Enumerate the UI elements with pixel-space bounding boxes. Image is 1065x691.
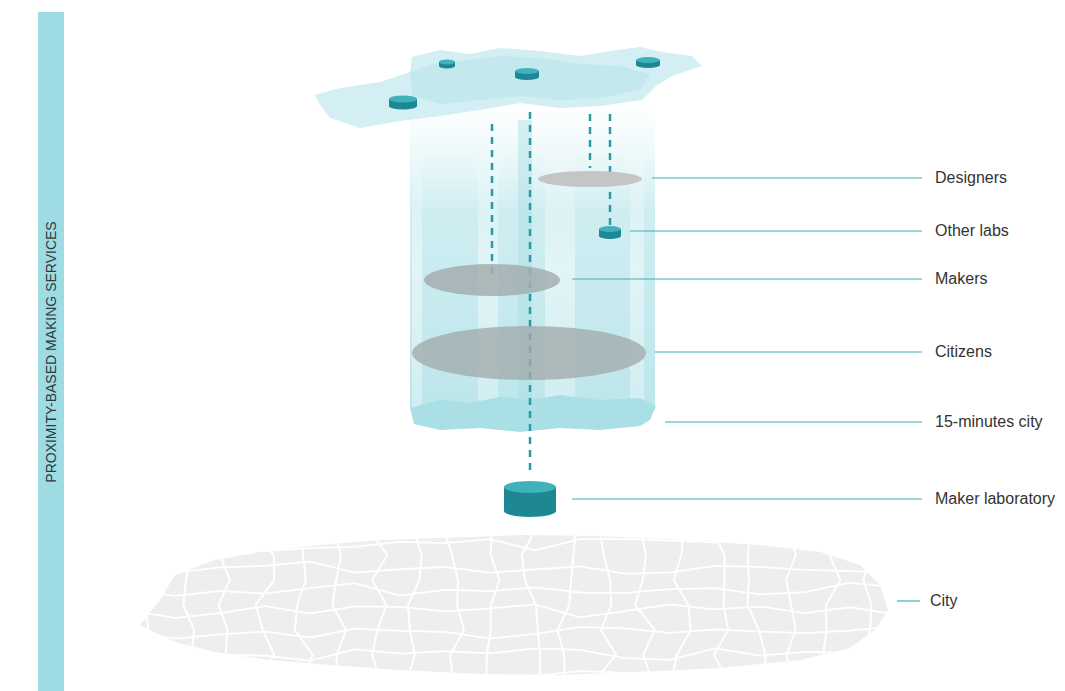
group-disc xyxy=(412,171,646,380)
city-map xyxy=(130,530,895,684)
lab-cylinder xyxy=(389,96,417,110)
lab-cylinder xyxy=(439,60,455,65)
proximity-column xyxy=(630,120,644,410)
city-street xyxy=(130,604,895,618)
leader-line xyxy=(897,600,920,601)
city-street xyxy=(823,530,840,680)
leader-line xyxy=(665,421,922,422)
city-street xyxy=(130,583,895,596)
leader-line xyxy=(652,177,922,178)
dashed-link xyxy=(491,124,494,276)
lab-cylinder xyxy=(636,57,660,68)
city-street xyxy=(786,530,796,680)
leader-line xyxy=(655,351,922,352)
lab-cylinder xyxy=(504,481,556,517)
lab-cylinder xyxy=(439,60,455,69)
city-street xyxy=(369,530,388,680)
callout-label: 15-minutes city xyxy=(935,412,1043,431)
lab-cylinder xyxy=(504,481,556,493)
city-street xyxy=(747,530,765,680)
callout-label: Other labs xyxy=(935,221,1009,240)
callout-label: Maker laboratory xyxy=(935,489,1055,508)
city-street xyxy=(130,562,895,574)
lab-cylinder xyxy=(389,96,417,103)
city-street xyxy=(558,530,576,680)
city-streets xyxy=(130,530,895,684)
band-title: PROXIMITY-BASED MAKING SERVICES xyxy=(43,221,59,482)
lab-cylinder xyxy=(515,68,539,80)
city-street xyxy=(486,530,499,680)
dashed-link xyxy=(589,114,592,168)
group-disc xyxy=(412,326,646,380)
callout-label: Designers xyxy=(935,168,1007,187)
city-street xyxy=(179,530,197,680)
lab-cylinder xyxy=(515,68,539,74)
lab-cylinder xyxy=(599,226,621,239)
group-disc xyxy=(424,264,560,296)
lab-cylinder xyxy=(389,57,660,517)
district-base xyxy=(410,395,656,432)
lab-cylinder xyxy=(636,57,660,63)
callout-label: Citizens xyxy=(935,342,992,361)
top-map xyxy=(410,56,650,104)
proximity-column xyxy=(410,105,656,432)
callout-label: Makers xyxy=(935,269,987,288)
city-street xyxy=(218,530,229,680)
lab-cylinder xyxy=(599,226,621,232)
city-street xyxy=(141,530,152,680)
city-street xyxy=(635,530,655,680)
callout-label: City xyxy=(930,591,958,610)
city-street xyxy=(130,648,895,660)
dashed-link xyxy=(609,114,612,226)
leader-line xyxy=(572,498,922,499)
leader-line xyxy=(630,230,922,231)
city-street xyxy=(295,530,313,680)
leader-line xyxy=(572,178,922,601)
city-street xyxy=(332,530,346,680)
side-band: PROXIMITY-BASED MAKING SERVICES xyxy=(38,12,64,691)
city-street xyxy=(861,530,877,680)
city-street xyxy=(130,671,895,683)
city-street xyxy=(130,538,895,551)
city-street xyxy=(595,530,616,680)
city-street xyxy=(444,530,464,680)
city-street xyxy=(254,530,274,680)
proximity-column xyxy=(410,105,655,410)
proximity-column xyxy=(412,120,422,410)
leader-line xyxy=(572,278,922,279)
group-disc xyxy=(538,171,642,187)
city-street xyxy=(712,530,728,680)
city-street xyxy=(130,626,895,638)
city-street xyxy=(407,530,422,680)
